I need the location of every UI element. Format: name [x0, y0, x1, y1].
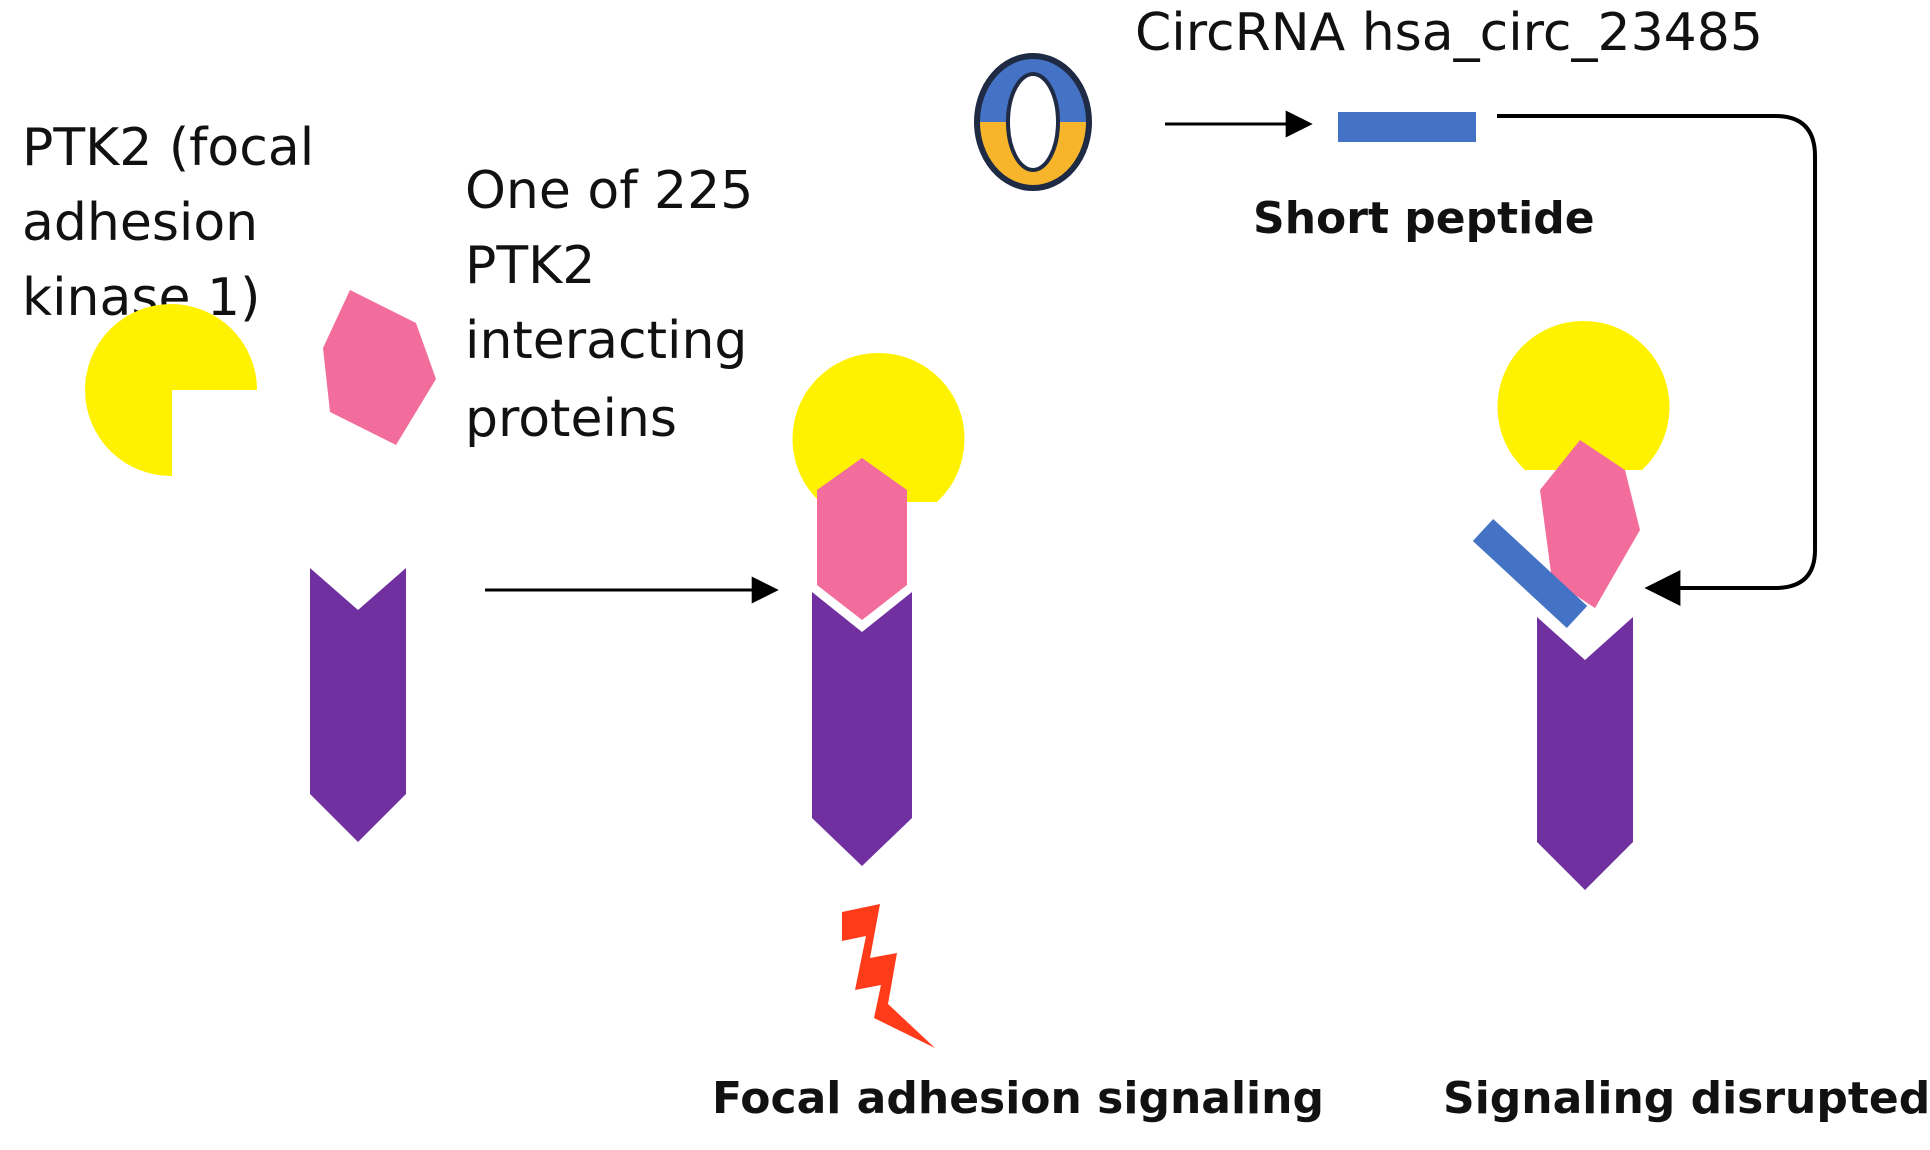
short-peptide-label: Short peptide	[1253, 193, 1595, 244]
signaling-disrupted-label: Signaling disrupted	[1443, 1073, 1930, 1124]
interacting-protein-shape	[323, 290, 436, 445]
interacting-protein-bound-shape	[817, 458, 907, 620]
interacting-label-line-2: PTK2	[465, 236, 595, 296]
lightning-bolt-icon	[842, 904, 935, 1048]
interacting-label-line-4: proteins	[465, 389, 677, 449]
ptk2-label: PTK2 (focal adhesion kinase 1)	[22, 118, 331, 328]
interacting-protein-disrupted-shape	[1540, 440, 1640, 608]
interacting-label-line-1: One of 225	[465, 161, 753, 221]
panel-assembled-complex: Focal adhesion signaling	[712, 352, 1324, 1124]
interacting-protein-label: One of 225 PTK2 interacting proteins	[465, 161, 770, 449]
receptor-bound-shape	[812, 592, 912, 866]
short-peptide-shape	[1338, 112, 1476, 142]
receptor-shape	[310, 568, 406, 842]
interacting-label-line-3: interacting	[465, 311, 747, 371]
circrna-label: CircRNA hsa_circ_23485	[1135, 3, 1763, 63]
panel-disrupted: CircRNA hsa_circ_23485 Short peptide Sig…	[974, 3, 1930, 1124]
short-peptide-bound-shape	[1472, 518, 1588, 629]
circular-rna-icon	[974, 53, 1092, 191]
receptor-disrupted-shape	[1537, 617, 1633, 890]
disruption-arrow	[1497, 114, 1817, 606]
focal-adhesion-signaling-label: Focal adhesion signaling	[712, 1073, 1324, 1124]
ptk2-kinase-bound-shape	[792, 352, 965, 502]
ptk2-kinase-disrupted-shape	[1497, 320, 1670, 470]
ptk2-label-line-2: adhesion	[22, 193, 258, 253]
panel-separate-components: PTK2 (focal adhesion kinase 1) One of 22…	[22, 118, 779, 842]
ptk2-label-line-1: PTK2 (focal	[22, 118, 314, 178]
ptk2-kinase-shape	[85, 304, 257, 477]
